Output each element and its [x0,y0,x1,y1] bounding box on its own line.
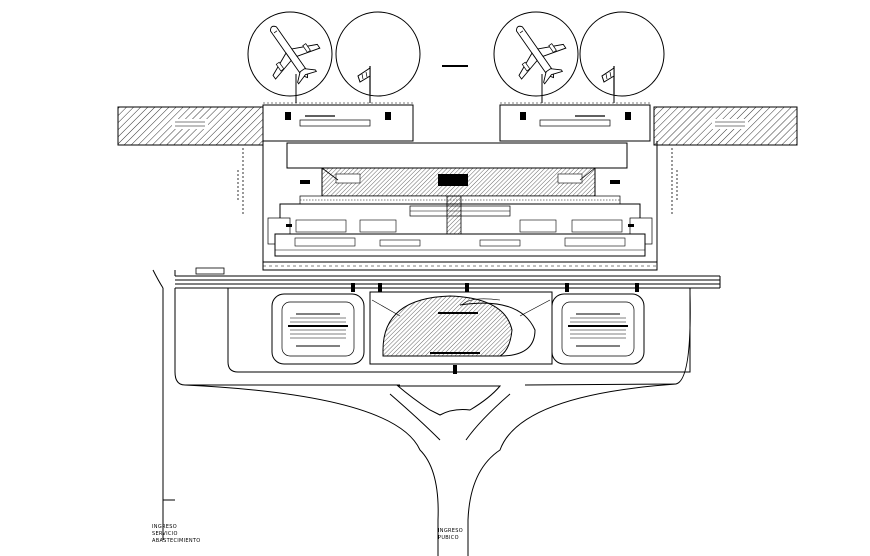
parking-lot-center [369,291,553,365]
label-line: SERVICIO [152,531,178,537]
windsock-circle-right [579,11,665,103]
windsock-circle-left [335,11,421,103]
label-line: PUBICO [438,535,459,541]
pier-left [262,102,414,142]
parking-lot-right [551,293,645,365]
parking-lot-left [271,293,365,365]
label-ingreso-publico: INGRESO PUBICO [438,528,463,541]
label-line: ABASTECIMIENTO [152,538,201,544]
windsock-icon [601,65,615,95]
label-ingreso-servicio: INGRESO SERVICIO ABASTECIMIENTO [152,524,201,544]
hatched-block-left [117,106,264,146]
guard-booth [195,267,225,275]
windsock-icon [357,65,371,95]
apron-stand-left [247,10,333,103]
access-roads [152,269,721,556]
crossing-markers [351,283,639,374]
apron-stand-right [493,10,579,103]
label-line: INGRESO [152,524,177,530]
terminal-building [237,141,678,271]
label-line: INGRESO [438,528,463,534]
hatched-block-right [653,106,798,146]
pier-right [499,102,651,142]
